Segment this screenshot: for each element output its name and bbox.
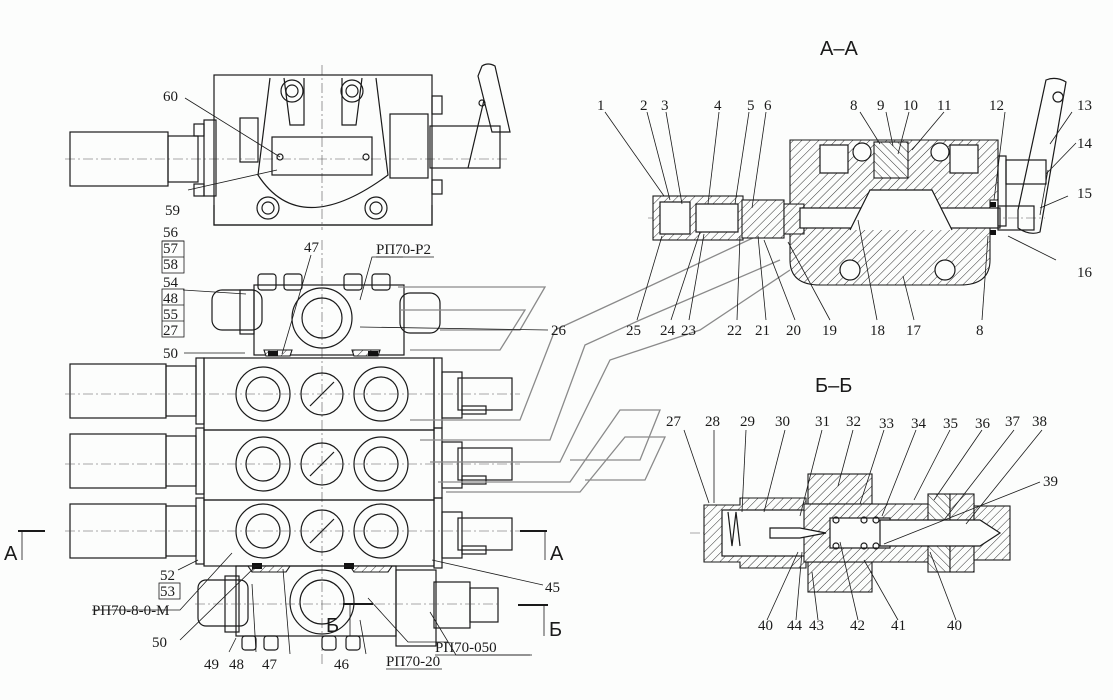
aa-callout-20: 20: [786, 323, 801, 339]
section-title-bb: Б–Б: [815, 375, 852, 397]
bb-callout-34: 34: [911, 416, 927, 432]
aa-callout-9: 9: [877, 98, 885, 114]
aa-callout-18: 18: [870, 323, 885, 339]
callout-48: 48: [163, 291, 178, 307]
callout-58: 58: [163, 257, 178, 273]
bb-callout-28: 28: [705, 414, 720, 430]
bb-callout-27: 27: [666, 414, 682, 430]
aa-callout-21: 21: [755, 323, 770, 339]
bb-callout-40-right: 40: [947, 618, 962, 634]
aa-callout-8: 8: [850, 98, 858, 114]
callout-47-top: 47: [304, 240, 320, 256]
top-view-body: [213, 74, 433, 226]
aa-callout-5: 5: [747, 98, 755, 114]
callout-48-bottom: 48: [229, 657, 244, 673]
section-marker-a-right: А: [550, 543, 564, 565]
leader-lines: [92, 97, 1077, 656]
bb-callout-31: 31: [815, 414, 830, 430]
aa-callout-24: 24: [660, 323, 676, 339]
callout-56: 56: [163, 225, 179, 241]
aa-lever: [1017, 77, 1067, 234]
bb-callout-35: 35: [943, 416, 958, 432]
aa-callout-13: 13: [1077, 98, 1092, 114]
bb-callout-37: 37: [1005, 414, 1021, 430]
aa-callout-23: 23: [681, 323, 696, 339]
section-cut-markers: [18, 530, 548, 636]
bb-callout-44: 44: [787, 618, 803, 634]
aa-callout-3: 3: [661, 98, 669, 114]
work-section-3: [69, 497, 513, 569]
section-marker-a-left: А: [4, 543, 18, 565]
labels: А–А Б–Б А А Б Б 60 59 56 57 58 54 48 55 …: [4, 38, 858, 673]
aa-callout-22: 22: [727, 323, 742, 339]
aa-callout-11: 11: [937, 98, 951, 114]
aa-callout-6: 6: [764, 98, 772, 114]
aa-callout-16: 16: [1077, 265, 1093, 281]
top-cap-section: [253, 284, 405, 356]
bb-callout-32: 32: [846, 414, 861, 430]
section-aa: [648, 77, 1067, 286]
bb-callout-33: 33: [879, 416, 894, 432]
callout-45: 45: [545, 580, 560, 596]
bb-callout-42: 42: [850, 618, 865, 634]
part-code-work-section: РП70-8-0-М: [92, 603, 170, 619]
callout-46: 46: [334, 657, 350, 673]
aa-callout-8-bottom: 8: [976, 323, 984, 339]
bb-callout-41: 41: [891, 618, 906, 634]
section-aa-callouts: 1 2 3 4 5 6 8 9 10 11 12 13 14 15 16 25 …: [597, 98, 1093, 339]
bb-callout-40-left: 40: [758, 618, 773, 634]
callout-57: 57: [163, 241, 179, 257]
front-view: [65, 240, 520, 665]
callout-55: 55: [163, 307, 178, 323]
part-code-top-section: РП70-Р2: [376, 242, 431, 258]
callout-53: 53: [160, 584, 175, 600]
callout-50-bottom: 50: [152, 635, 167, 651]
section-bb-callouts: 27 28 29 30 31 32 33 34 35 36 37 38 39 4…: [666, 414, 1058, 634]
callout-49: 49: [204, 657, 219, 673]
aa-check-valve: [873, 141, 909, 179]
aa-callout-25: 25: [626, 323, 641, 339]
part-code-valve: РП70-050: [435, 640, 497, 656]
bb-callout-29: 29: [740, 414, 755, 430]
aa-callout-2: 2: [640, 98, 648, 114]
bb-callout-43: 43: [809, 618, 824, 634]
callout-52: 52: [160, 568, 175, 584]
bb-callout-38: 38: [1032, 414, 1047, 430]
top-view-lever: [477, 63, 511, 133]
section-bb: [690, 473, 1011, 593]
callout-54: 54: [163, 275, 179, 291]
bb-callout-39: 39: [1043, 474, 1058, 490]
aa-callout-15: 15: [1077, 186, 1092, 202]
aa-callout-14: 14: [1077, 136, 1093, 152]
callout-60: 60: [163, 89, 178, 105]
aa-callout-12: 12: [989, 98, 1004, 114]
bottom-section: [235, 565, 397, 637]
section-marker-b-right: Б: [549, 619, 562, 641]
aa-callout-17: 17: [906, 323, 922, 339]
section-marker-b-top: Б: [326, 615, 339, 637]
top-view: [65, 63, 511, 230]
bb-callout-36: 36: [975, 416, 991, 432]
bb-callout-30: 30: [775, 414, 790, 430]
aa-callout-10: 10: [903, 98, 918, 114]
aa-callout-4: 4: [714, 98, 722, 114]
callout-47-bottom: 47: [262, 657, 278, 673]
aa-callout-19: 19: [822, 323, 837, 339]
aa-callout-1: 1: [597, 98, 605, 114]
callout-50-top: 50: [163, 346, 178, 362]
nameplate: [271, 136, 373, 176]
section-title-aa: А–А: [820, 38, 858, 60]
callout-27: 27: [163, 323, 179, 339]
part-code-bottom-section: РП70-20: [386, 654, 440, 670]
callout-59: 59: [165, 203, 180, 219]
leader-lines-gray: [398, 229, 791, 493]
callout-26: 26: [551, 323, 567, 339]
